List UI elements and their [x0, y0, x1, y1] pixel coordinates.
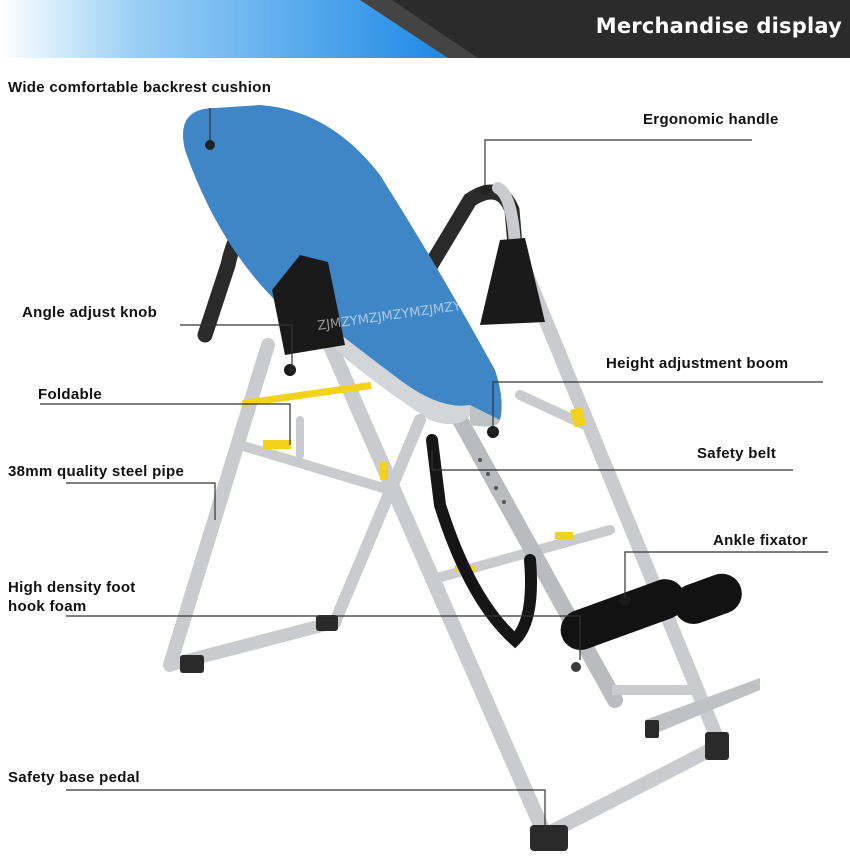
label-backrest: Wide comfortable backrest cushion	[8, 79, 272, 96]
label-angle-knob: Angle adjust knob	[22, 304, 158, 321]
base-pedal-plate	[645, 678, 760, 735]
label-safety-belt: Safety belt	[697, 445, 777, 462]
leader-lines	[40, 108, 828, 830]
ankle-foam-rollers	[560, 573, 742, 672]
side-brackets	[272, 238, 545, 355]
label-ankle: Ankle fixator	[713, 532, 808, 549]
label-foldable: Foldable	[38, 386, 103, 403]
banner-title: Merchandise display	[595, 14, 842, 38]
label-height-boom: Height adjustment boom	[606, 355, 789, 372]
label-handle: Ergonomic handle	[643, 111, 779, 128]
leader-dots	[205, 140, 497, 434]
header-banner: Merchandise display	[0, 0, 850, 58]
label-steel-pipe: 38mm quality steel pipe	[8, 463, 185, 480]
feet-caps	[180, 615, 729, 851]
banner-background	[0, 0, 850, 58]
label-pedal: Safety base pedal	[8, 769, 140, 786]
label-foam: High density foot hook foam	[8, 579, 136, 615]
safety-belt	[426, 434, 537, 649]
